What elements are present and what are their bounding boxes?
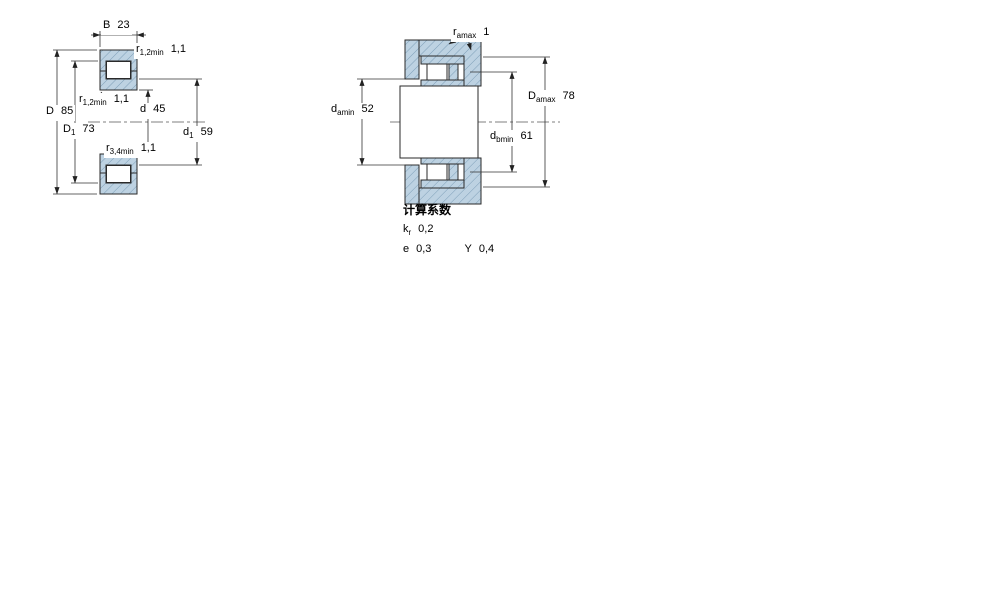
dim-label-d1: d1 59 [181, 126, 215, 143]
dim-label-D1: D1 73 [61, 123, 97, 140]
factor-subscript: r [408, 228, 412, 238]
dim-subscript: amax [535, 95, 556, 105]
bearing-outer-ring-lower [420, 179, 465, 189]
dim-value: 85 [60, 105, 74, 117]
shaft-shoulder-upper [404, 39, 420, 80]
dim-symbol: r [79, 93, 83, 105]
dim-value: 59 [200, 126, 213, 138]
dim-value: 45 [153, 103, 166, 115]
dim-label-Damax: Damax 78 [526, 90, 577, 107]
factor-value: 0,4 [478, 243, 495, 256]
dim-value: 23 [117, 19, 130, 31]
factor-value: 0,2 [418, 223, 434, 235]
bearing-inner-ring-lower [420, 157, 465, 165]
left-bearing-cross-section [53, 31, 208, 195]
dim-symbol: D [46, 105, 54, 117]
dim-symbol: d [490, 130, 497, 142]
roller-lower [106, 165, 131, 183]
shaft [399, 85, 479, 159]
dim-symbol: r [136, 43, 140, 55]
dim-symbol: r [106, 142, 110, 154]
dim-label-B: B 23 [101, 19, 132, 36]
dim-label-r12min-top: r1,2min 1,1 [134, 43, 188, 60]
dim-subscript: amin [337, 108, 355, 118]
bearing-flange-lower [448, 163, 459, 181]
bearing-roller-lower [426, 163, 448, 181]
factor-symbol: Y [464, 243, 472, 256]
right-mounting-drawing [357, 38, 560, 205]
dim-subscript: bmin [496, 135, 514, 145]
dim-value: 73 [82, 123, 95, 135]
bearing-inner-ring-upper [420, 79, 465, 87]
dim-symbol: D [63, 123, 71, 135]
factor-e-and-Y: e 0,3 Y 0,4 [403, 243, 494, 256]
calculation-factors-block: 计算系数 kr 0,2 e 0,3 Y 0,4 [403, 204, 494, 260]
dim-value: 1 [483, 26, 490, 38]
bearing-roller-upper [426, 63, 448, 81]
dim-label-d: d 45 [138, 103, 168, 120]
dim-subscript: 1 [189, 131, 194, 141]
dim-value: 61 [520, 130, 533, 142]
dim-symbol: d [140, 103, 147, 115]
dim-symbol: d [331, 103, 338, 115]
dim-subscript: 1,2min [139, 48, 164, 58]
dim-symbol: B [103, 19, 111, 31]
dim-label-dbmin: dbmin 61 [488, 130, 535, 147]
dim-value: 1,1 [140, 142, 156, 154]
dim-subscript: 3,4min [109, 147, 134, 157]
dim-subscript: amax [456, 31, 477, 41]
dim-symbol: D [528, 90, 536, 102]
bearing-flange-upper [448, 63, 459, 81]
inner-ring-upper [99, 70, 138, 91]
factor-value: 0,3 [416, 243, 432, 256]
dim-label-ramax: ramax 1 [451, 26, 492, 43]
factor-Y: Y 0,4 [464, 243, 494, 255]
dim-value: 78 [562, 90, 575, 102]
factor-symbol: k [403, 223, 409, 235]
factor-kr: kr 0,2 [403, 223, 494, 239]
dim-symbol: d [183, 126, 190, 138]
dim-value: 52 [361, 103, 374, 115]
shaft-shoulder-lower [404, 164, 420, 205]
dim-label-D: D 85 [44, 105, 76, 122]
dim-value: 1,1 [170, 43, 186, 55]
dim-subscript: 1,2min [82, 98, 107, 108]
dim-value: 1,1 [113, 93, 129, 105]
dim-label-r12min-mid: r1,2min 1,1 [77, 93, 131, 110]
factor-symbol: e [403, 243, 410, 256]
dim-subscript: 1 [70, 128, 76, 138]
roller-upper [106, 61, 131, 79]
factors-title: 计算系数 [403, 203, 452, 217]
dim-label-r34min: r3,4min 1,1 [104, 142, 158, 159]
dim-label-damin: damin 52 [329, 103, 376, 120]
dim-symbol: r [453, 26, 457, 38]
factor-e: e 0,3 [403, 243, 431, 255]
bearing-outer-ring-upper [420, 55, 465, 65]
